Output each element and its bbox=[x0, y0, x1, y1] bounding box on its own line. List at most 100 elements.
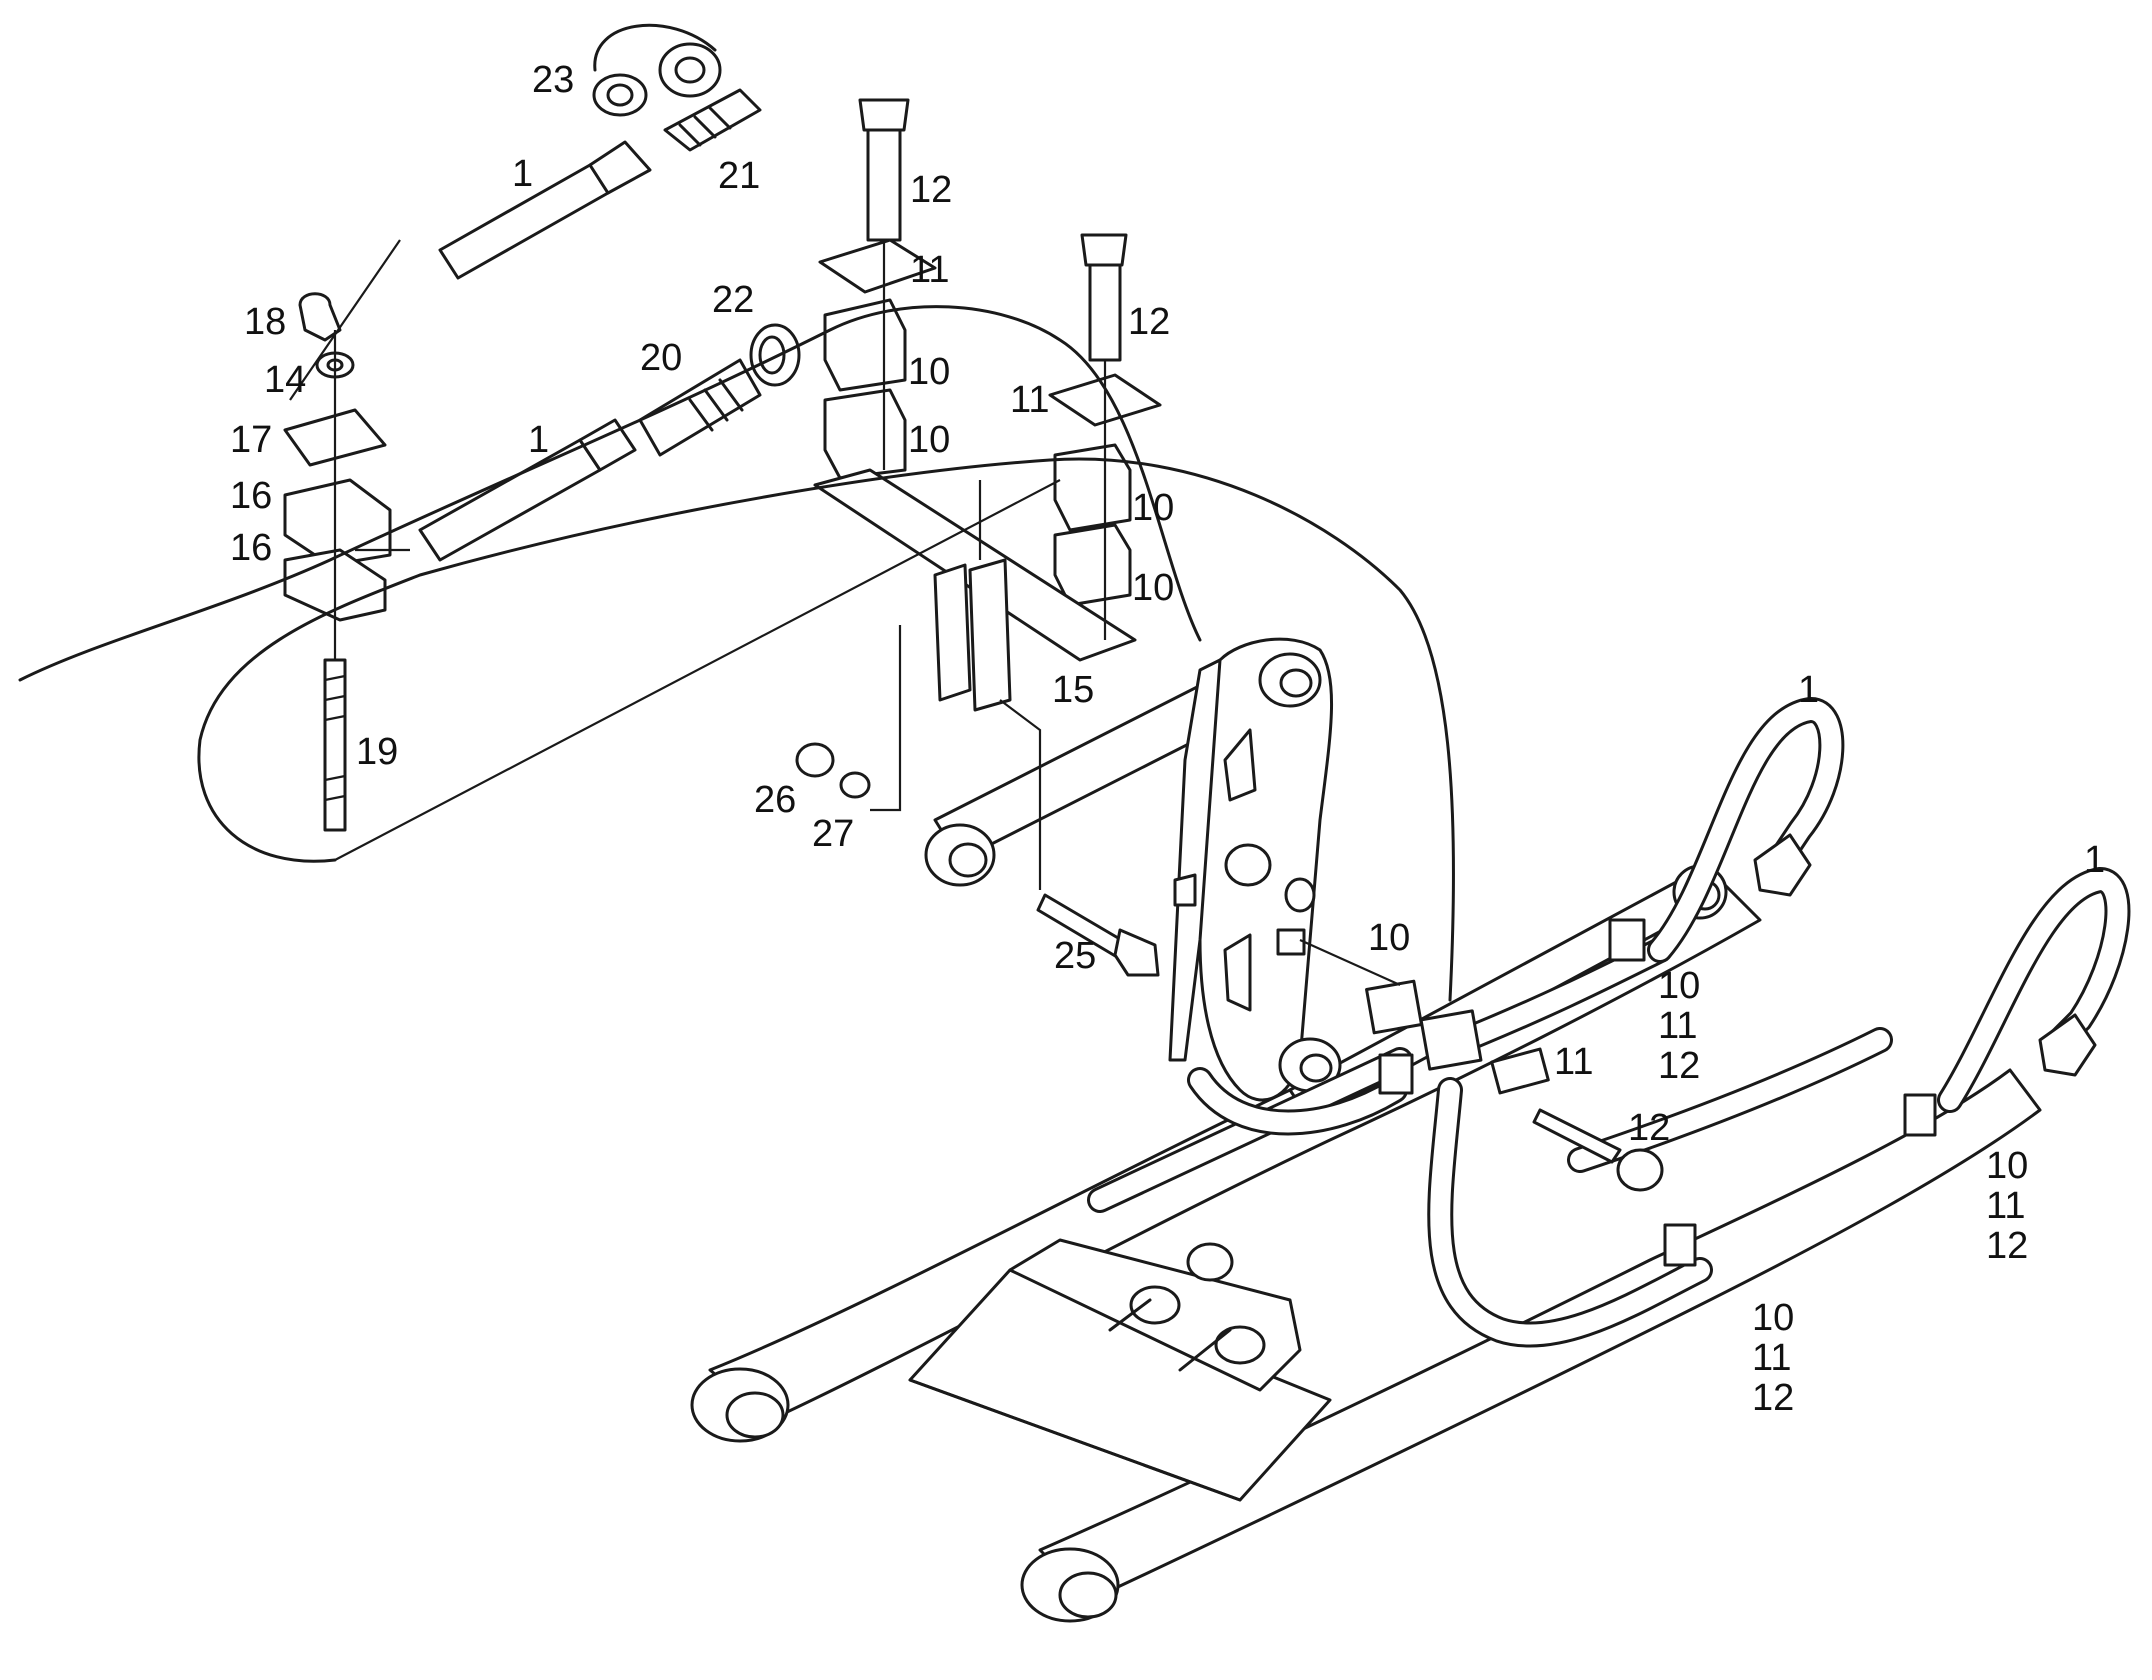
callout-25: 25 bbox=[1054, 935, 1096, 977]
callout-11-top: 11 bbox=[910, 249, 949, 291]
clamp-10-centre-right bbox=[1419, 1009, 1483, 1071]
lever-top-bore bbox=[1279, 668, 1313, 698]
callout-22: 22 bbox=[712, 279, 754, 321]
callout-12-lower-mid: 12 bbox=[1752, 1377, 1794, 1419]
callout-16-upper: 16 bbox=[230, 475, 272, 517]
wing-nut-18 bbox=[298, 292, 342, 342]
callout-12-upper-arm: 12 bbox=[1658, 1045, 1700, 1087]
hose-routing-curve-loop bbox=[197, 457, 1455, 1002]
bolt-12-upper-b bbox=[1088, 258, 1122, 362]
callout-10-upper-arm: 10 bbox=[1658, 965, 1700, 1007]
callout-17: 17 bbox=[230, 419, 272, 461]
lever-clamp-tab bbox=[1276, 928, 1306, 956]
clamp-10-lower-mid bbox=[1663, 1223, 1697, 1267]
bracket-pin-right bbox=[1214, 1325, 1266, 1365]
bracket-15-tab-right bbox=[968, 558, 1012, 712]
callout-1-top: 1 bbox=[512, 153, 533, 195]
callout-10-top-a: 10 bbox=[908, 351, 950, 393]
dust-cap-hole bbox=[674, 56, 706, 84]
callout-18: 18 bbox=[244, 301, 286, 343]
clamp-10-frame-left bbox=[1378, 1053, 1414, 1095]
explode-line-hose bbox=[289, 239, 410, 552]
clamp-10-upper-a1 bbox=[823, 298, 907, 392]
linkage-assembly bbox=[924, 637, 1342, 1102]
loader-frame bbox=[690, 864, 2042, 1623]
callout-10-lower-mid: 10 bbox=[1752, 1297, 1794, 1339]
callout-1-middle: 1 bbox=[528, 419, 549, 461]
callout-11-centre: 11 bbox=[1554, 1041, 1593, 1083]
callout-11-upper-arm: 11 bbox=[1658, 1005, 1697, 1047]
plate-11-upper-a bbox=[818, 238, 937, 294]
hydraulic-hoses bbox=[1087, 697, 2131, 1348]
explode-line-stud-to-bracket bbox=[334, 479, 1061, 861]
dust-cap-ring-hole bbox=[606, 83, 634, 107]
bolt-12-upper-a-head bbox=[858, 98, 910, 132]
callout-20: 20 bbox=[640, 337, 682, 379]
lever-mid-eye bbox=[1224, 843, 1272, 887]
callout-10-second-b: 10 bbox=[1132, 567, 1174, 609]
callout-21: 21 bbox=[718, 155, 760, 197]
callout-12-top: 12 bbox=[910, 169, 952, 211]
clamp-10-upper-arm bbox=[1608, 918, 1646, 962]
washer-27 bbox=[839, 771, 871, 799]
callout-12-second: 12 bbox=[1128, 301, 1170, 343]
right-arm-pivot-bore bbox=[1058, 1571, 1118, 1619]
lever-back-plate bbox=[1168, 658, 1222, 1062]
callout-11-second: 11 bbox=[1010, 379, 1049, 421]
bracket-pin-boss bbox=[1186, 1242, 1234, 1282]
explode-line-bolts bbox=[882, 240, 1107, 640]
callout-19: 19 bbox=[356, 731, 398, 773]
frame-clamps bbox=[1276, 918, 1937, 1267]
explode-line-nut-bolt bbox=[870, 625, 1042, 890]
hose-1-middle bbox=[418, 438, 602, 562]
callout-12-centre: 12 bbox=[1628, 1107, 1670, 1149]
callout-12-lower-arm: 12 bbox=[1986, 1225, 2028, 1267]
callout-27: 27 bbox=[812, 813, 854, 855]
bolt-12-lower-shank bbox=[1532, 1108, 1622, 1164]
coupler-20-knurl bbox=[688, 378, 744, 432]
link-bar-eye-bore bbox=[948, 842, 988, 878]
clamp-10-centre-left bbox=[1365, 979, 1423, 1035]
hose-nut-upper bbox=[1753, 833, 1812, 897]
bracket-15-tab-left bbox=[933, 563, 972, 702]
callout-16-lower: 16 bbox=[230, 527, 272, 569]
callout-14: 14 bbox=[264, 359, 306, 401]
hose-routing-curve-long bbox=[18, 305, 1202, 682]
lever-slot-upper bbox=[1223, 728, 1257, 802]
callout-23: 23 bbox=[532, 59, 574, 101]
bracket-straps bbox=[1108, 1298, 1232, 1372]
hose-nut-lower bbox=[2038, 1013, 2097, 1077]
callout-10-lower-arm: 10 bbox=[1986, 1145, 2028, 1187]
clamp-10-upper-b1 bbox=[1053, 443, 1132, 532]
left-arm-pivot-bore bbox=[725, 1391, 785, 1439]
lever-mid-hole bbox=[1284, 877, 1316, 913]
female-coupler-20 bbox=[638, 358, 762, 457]
callout-15: 15 bbox=[1052, 669, 1094, 711]
bolt-25-head bbox=[1113, 928, 1160, 977]
dust-cap-strap bbox=[593, 23, 717, 72]
callout-1-right-lower: 1 bbox=[2084, 839, 2105, 881]
callout-11-lower-mid: 11 bbox=[1752, 1337, 1791, 1379]
clamp-10-upper-a2 bbox=[823, 388, 907, 480]
plate-11-centre bbox=[1490, 1047, 1550, 1095]
callout-1-right-upper: 1 bbox=[1798, 669, 1819, 711]
callout-labels: 23 1 21 12 11 22 18 12 20 10 14 11 17 1 … bbox=[230, 59, 2105, 1419]
lever-bottom-bore bbox=[1299, 1053, 1333, 1083]
callout-26: 26 bbox=[754, 779, 796, 821]
clamp-10-upper-b2 bbox=[1053, 523, 1132, 607]
stud-19 bbox=[323, 658, 347, 832]
bolt-12-upper-b-head bbox=[1080, 233, 1128, 267]
nut-26 bbox=[795, 742, 835, 778]
lever-slot-lower bbox=[1223, 933, 1252, 1012]
bolt-12-lower-head bbox=[1616, 1148, 1664, 1192]
callout-10-top-b: 10 bbox=[908, 419, 950, 461]
explode-lines bbox=[18, 239, 1455, 1002]
upper-parts bbox=[283, 23, 1162, 977]
stud-19-threads bbox=[324, 674, 346, 802]
hose-1-upper-ferrule bbox=[588, 140, 652, 195]
lever-side-tab bbox=[1173, 873, 1197, 907]
cross-member-edge bbox=[908, 1378, 1242, 1502]
explode-line-centre-clamp bbox=[1299, 938, 1401, 987]
bracket-pin-left bbox=[1129, 1285, 1181, 1325]
